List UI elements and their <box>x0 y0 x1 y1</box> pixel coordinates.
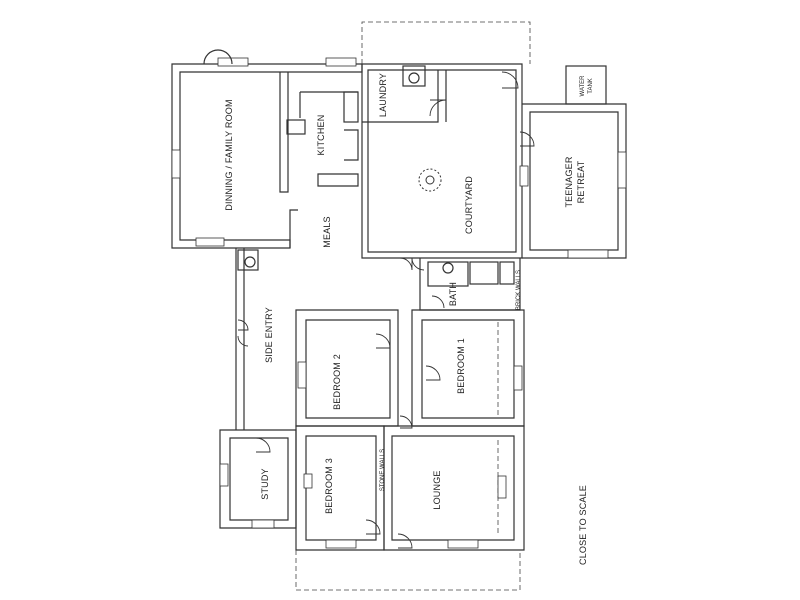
label-courtyard: COURTYARD <box>464 176 474 234</box>
label-meals: MEALS <box>322 216 332 248</box>
doors <box>237 71 535 549</box>
label-scale-note: CLOSE TO SCALE <box>578 485 588 565</box>
lounge-walls <box>383 425 525 551</box>
label-brick-walls: BRICK WALLS <box>516 270 522 310</box>
courtyard-fountain <box>418 168 442 192</box>
windows <box>171 57 627 549</box>
bedroom1-walls <box>411 309 525 427</box>
walls <box>171 21 627 591</box>
label-bedroom-1: BEDROOM 1 <box>456 338 466 394</box>
dining-fireplace <box>203 49 233 65</box>
canopy-outline <box>361 21 531 64</box>
label-dining-family-room: DINNING / FAMILY ROOM <box>224 99 234 210</box>
water-tank <box>565 65 607 105</box>
label-bedroom-2: BEDROOM 2 <box>332 354 342 410</box>
label-study: STUDY <box>260 468 270 500</box>
verandah-outline <box>295 550 521 591</box>
label-bedroom-3: BEDROOM 3 <box>324 458 334 514</box>
label-lounge: LOUNGE <box>432 470 442 509</box>
label-water-tank-1: WATER <box>580 75 586 97</box>
study-walls <box>219 429 297 529</box>
label-teenager-retreat-1: TEENAGER <box>564 156 574 207</box>
label-stone-walls: STONE WALLS <box>380 449 386 491</box>
bedroom2-walls <box>295 309 399 427</box>
label-bath: BATH <box>448 282 458 306</box>
label-kitchen: KITCHEN <box>316 115 326 156</box>
label-teenager-retreat-2: RETREAT <box>576 160 586 203</box>
label-laundry: LAUNDRY <box>378 73 388 117</box>
teenager-retreat-walls <box>522 103 627 259</box>
label-water-tank-2: TANK <box>588 78 594 94</box>
label-side-entry: SIDE ENTRY <box>264 307 274 363</box>
